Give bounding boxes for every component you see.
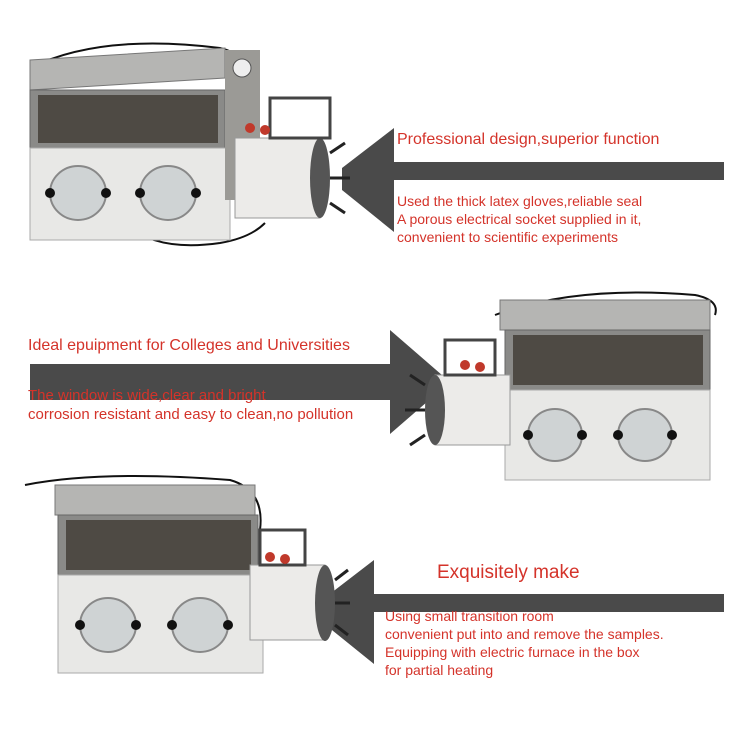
arrow-left-1 xyxy=(342,128,724,232)
section-1-line-2: A porous electrical socket supplied in i… xyxy=(397,211,642,227)
section-3: Exquisitely make Using small transition … xyxy=(0,470,750,750)
section-2-line-1: The window is wide,clear and bright xyxy=(28,387,266,404)
arrow-right-2 xyxy=(30,330,450,434)
section-3-line-2: convenient put into and remove the sampl… xyxy=(385,626,664,642)
section-1-heading: Professional design,superior function xyxy=(397,131,660,148)
section-1: Professional design,superior function Us… xyxy=(0,0,750,250)
glovebox-photo-3 xyxy=(24,475,350,674)
section-3-line-1: Using small transition room xyxy=(385,608,554,624)
section-1-line-3: convenient to scientific experiments xyxy=(397,229,618,245)
glovebox-photo-1 xyxy=(29,42,350,247)
section-1-line-1: Used the thick latex gloves,reliable sea… xyxy=(397,193,643,209)
section-2-heading: Ideal epuipment for Colleges and Univers… xyxy=(28,337,350,354)
section-3-heading: Exquisitely make xyxy=(437,562,580,583)
section-2-line-2: corrosion resistant and easy to clean,no… xyxy=(28,406,354,423)
glovebox-photo-2 xyxy=(405,291,717,481)
section-3-line-3: Equipping with electric furnace in the b… xyxy=(385,644,640,660)
section-2: Ideal epuipment for Colleges and Univers… xyxy=(0,250,750,481)
arrow-left-3 xyxy=(322,560,724,664)
section-3-line-4: for partial heating xyxy=(385,662,494,678)
